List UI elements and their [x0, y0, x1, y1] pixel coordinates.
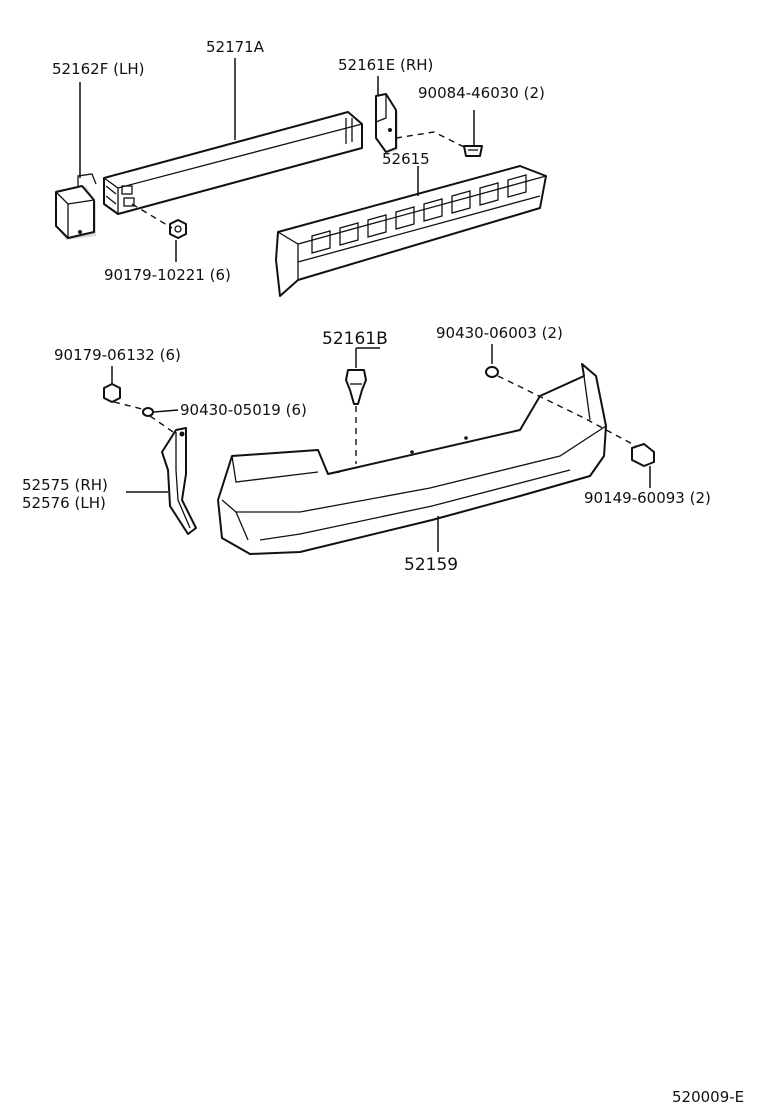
label-90149: 90149-60093 (2): [584, 489, 711, 507]
label-90179-06132: 90179-06132 (6): [54, 346, 181, 364]
leader-lines-lower: [113, 347, 637, 552]
leader-lines-upper: [79, 58, 467, 262]
nut-90179-10221[interactable]: [169, 219, 187, 239]
bumper-cover-52159[interactable]: [217, 363, 607, 555]
washer-90430-05019[interactable]: [142, 407, 179, 417]
nut-90179-06132[interactable]: [103, 366, 121, 403]
label-52171a: 52171A: [206, 38, 265, 56]
figure-code: 520009-E: [672, 1088, 744, 1106]
label-52575: 52575 (RH): [22, 476, 108, 494]
label-52161e: 52161E (RH): [338, 56, 433, 74]
bracket-52161e[interactable]: [375, 93, 398, 154]
label-90430-06003: 90430-06003 (2): [436, 324, 563, 342]
label-52162f: 52162F (LH): [52, 60, 144, 78]
screw-90149[interactable]: [631, 443, 655, 488]
label-52615: 52615: [382, 150, 430, 168]
bracket-52162f[interactable]: [55, 173, 97, 240]
washer-90430-06003[interactable]: [485, 344, 499, 378]
label-52161b: 52161B: [322, 329, 388, 349]
label-90084: 90084-46030 (2): [418, 84, 545, 102]
energy-absorber-52615[interactable]: [275, 165, 547, 297]
reinforcement-52171a[interactable]: [103, 111, 363, 215]
label-52576: 52576 (LH): [22, 494, 106, 512]
side-retainer-52575[interactable]: [161, 427, 197, 535]
bolt-90084[interactable]: [463, 110, 483, 157]
label-90179-10221: 90179-10221 (6): [104, 266, 231, 284]
label-52159: 52159: [404, 555, 458, 575]
label-90430-05019: 90430-05019 (6): [180, 401, 307, 419]
clip-52161b[interactable]: [345, 348, 367, 405]
